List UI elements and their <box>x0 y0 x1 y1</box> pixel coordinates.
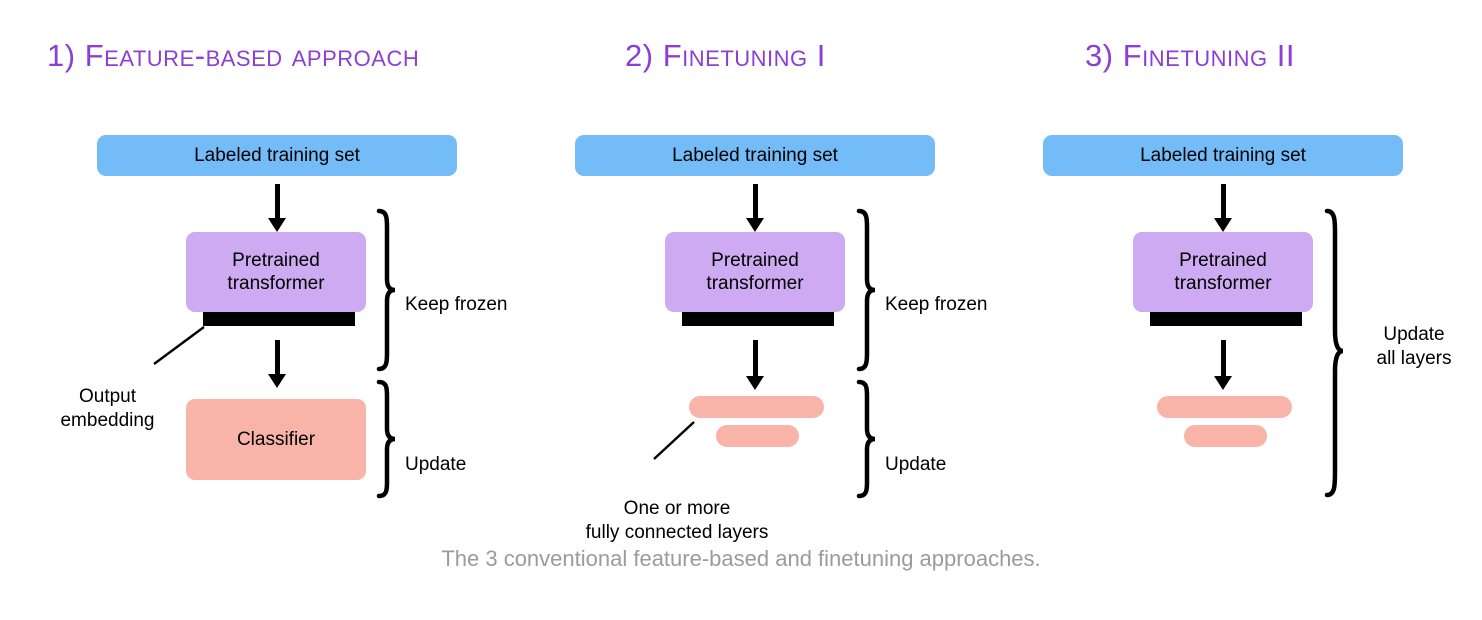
c1-classifier-label: Classifier <box>236 428 316 450</box>
c2-arrow-dataset-to-transformer <box>736 184 774 232</box>
c2-brace-keep-frozen <box>856 208 878 372</box>
column-2-index: 2) <box>625 38 654 73</box>
figure-caption: The 3 conventional feature-based and fin… <box>0 548 1482 570</box>
c1-output-embedding-annotation-text: Output embedding <box>60 385 155 432</box>
c3-pretrained-transformer-box: Pretrained transformer <box>1133 232 1313 312</box>
c2-fully-connected-bar-1 <box>689 396 824 418</box>
c1-classifier-box: Classifier <box>186 399 366 480</box>
c3-fully-connected-bar-1 <box>1157 396 1292 418</box>
c1-labeled-training-set-box: Labeled training set <box>97 135 457 176</box>
c3-brace-update-all-layers <box>1324 208 1346 498</box>
column-1-title-text: Feature-based approach <box>84 38 420 73</box>
c3-dataset-label: Labeled training set <box>1140 144 1306 166</box>
c2-output-embedding-bar <box>682 312 834 326</box>
c1-dataset-label: Labeled training set <box>194 144 360 166</box>
c2-brace-update <box>856 379 878 499</box>
c3-fully-connected-bar-2 <box>1184 425 1267 447</box>
c2-keep-frozen-label: Keep frozen <box>885 293 988 315</box>
c1-output-embedding-leader-line <box>153 326 205 365</box>
c2-fully-connected-annotation-text: One or more fully connected layers <box>585 497 769 544</box>
c1-arrow-dataset-to-transformer <box>258 184 296 232</box>
c2-arrow-transformer-to-layers <box>736 340 774 390</box>
column-3-title: 3) Finetuning II <box>1085 40 1295 71</box>
c2-fully-connected-leader-line <box>653 421 695 460</box>
column-3-index: 3) <box>1085 38 1114 73</box>
c2-pretrained-transformer-box: Pretrained transformer <box>665 232 845 312</box>
c2-fully-connected-bar-2 <box>716 425 799 447</box>
c1-output-embedding-bar <box>203 312 355 326</box>
c3-output-embedding-bar <box>1150 312 1302 326</box>
c1-update-label: Update <box>405 453 467 475</box>
c3-update-all-layers-label: Update all layers <box>1376 323 1452 370</box>
c2-transformer-label: Pretrained transformer <box>706 249 804 294</box>
figure-caption-text: The 3 conventional feature-based and fin… <box>441 546 1041 571</box>
column-1-title: 1) Feature-based approach <box>47 40 419 71</box>
c1-arrow-transformer-to-classifier <box>258 340 296 388</box>
c1-pretrained-transformer-box: Pretrained transformer <box>186 232 366 312</box>
c3-labeled-training-set-box: Labeled training set <box>1043 135 1403 176</box>
c1-transformer-label: Pretrained transformer <box>227 249 325 294</box>
column-2-title-text: Finetuning I <box>662 38 826 73</box>
c2-labeled-training-set-box: Labeled training set <box>575 135 935 176</box>
c2-update-label: Update <box>885 453 947 475</box>
column-2-title: 2) Finetuning I <box>625 40 826 71</box>
column-3-title-text: Finetuning II <box>1122 38 1295 73</box>
c3-transformer-label: Pretrained transformer <box>1174 249 1272 294</box>
c2-fully-connected-annotation: One or more fully connected layers <box>566 472 788 546</box>
c3-arrow-dataset-to-transformer <box>1204 184 1242 232</box>
c1-output-embedding-annotation: Output embedding <box>30 360 185 434</box>
c1-brace-update <box>376 379 398 499</box>
c1-brace-keep-frozen <box>376 208 398 372</box>
c2-dataset-label: Labeled training set <box>672 144 838 166</box>
column-1-index: 1) <box>47 38 76 73</box>
c1-keep-frozen-label: Keep frozen <box>405 293 508 315</box>
c3-arrow-transformer-to-layers <box>1204 340 1242 390</box>
